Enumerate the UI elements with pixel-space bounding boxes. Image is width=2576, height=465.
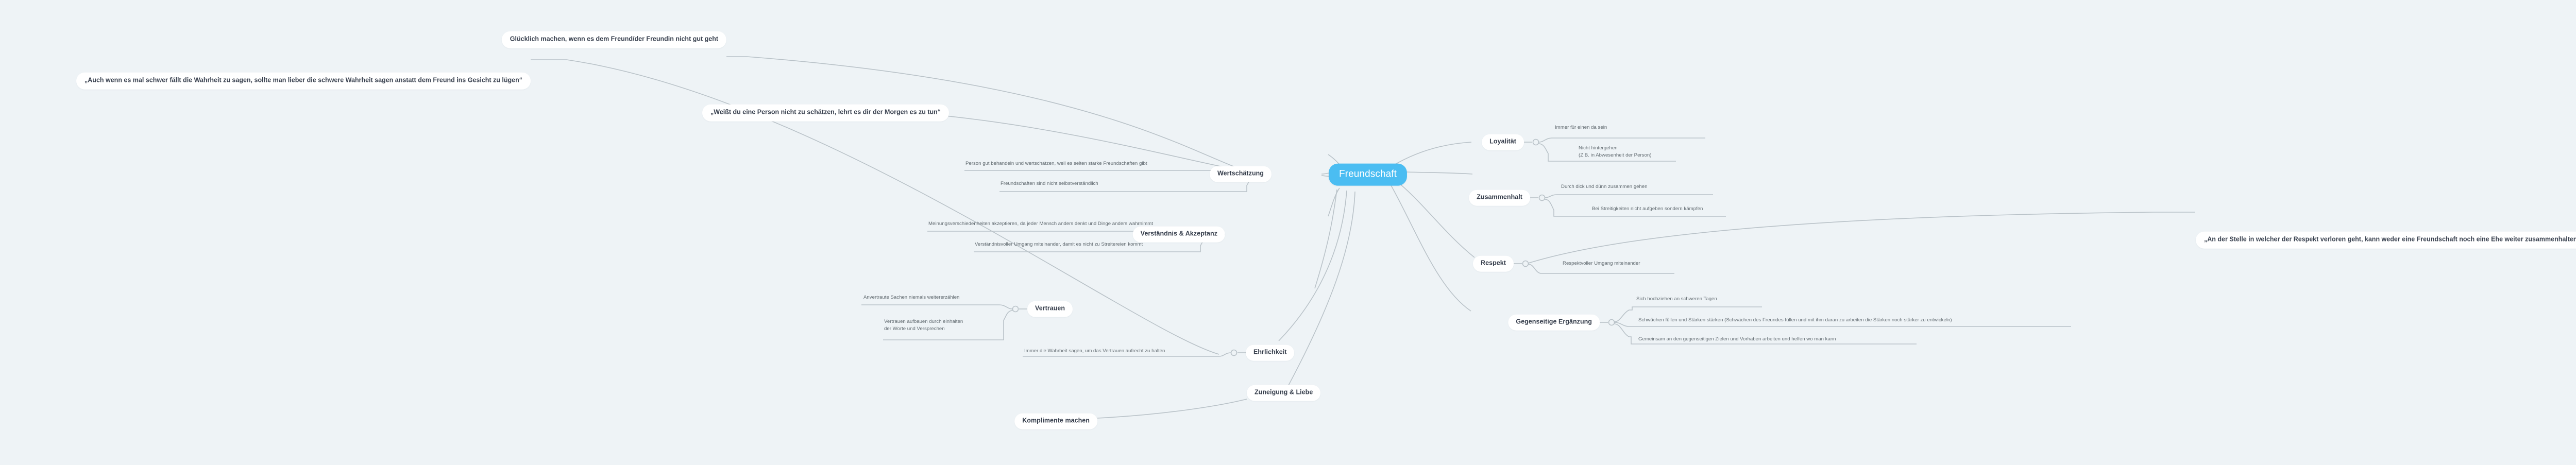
root-node-freundschaft[interactable]: Freundschaft <box>1328 163 1408 186</box>
quote-label-wahrheit-sagen: „Auch wenn es mal schwer fällt die Wahrh… <box>84 76 522 84</box>
leaf-ehrlichkeit-1: Immer die Wahrheit sagen, um das Vertrau… <box>1024 348 1165 354</box>
joint-vertrauen <box>1012 305 1019 313</box>
leaf-ergaenzung-2: Schwächen füllen und Stärken stärken (Sc… <box>1638 317 1952 323</box>
leaf-verstaendnis-1: Meinungsverschiedenheiten akzeptieren, d… <box>928 221 1153 227</box>
leaf-loyalitaet-2: Nicht hintergehen (Z.B. in Abwesenheit d… <box>1579 137 1651 159</box>
leaf-vertrauen-2-label: Vertrauen aufbauen durch einhalten der W… <box>884 319 963 332</box>
link-zuneigung-c1 <box>1097 399 1247 419</box>
leaf-vertrauen-1: Anvertraute Sachen niemals weitererzähle… <box>863 295 959 301</box>
joint-loyalitaet <box>1532 139 1539 146</box>
leaf-wertschaetzung-2: Freundschaften sind nicht selbstverständ… <box>1001 181 1098 187</box>
leaf-label-komplimente-machen: Komplimente machen <box>1022 417 1090 424</box>
leaf-loyalitaet-1: Immer für einen da sein <box>1555 125 1607 131</box>
branch-node-vertrauen[interactable]: Vertrauen <box>1027 301 1073 317</box>
branch-node-respekt[interactable]: Respekt <box>1473 255 1514 272</box>
branch-label-zusammenhalt: Zusammenhalt <box>1477 193 1522 201</box>
leaf-ergaenzung-3-label: Gemeinsam an den gegenseitigen Zielen un… <box>1638 336 1836 342</box>
branch-label-wertschaetzung: Wertschätzung <box>1217 169 1264 177</box>
joint-ehrlichkeit <box>1230 349 1238 356</box>
leaf-zusammenhalt-1: Durch dick und dünn zusammen gehen <box>1561 184 1648 190</box>
leaf-zusammenhalt-2: Bei Streitigkeiten nicht aufgeben sonder… <box>1592 206 1703 212</box>
leaf-loyalitaet-2-label: Nicht hintergehen (Z.B. in Abwesenheit d… <box>1579 145 1652 158</box>
link-root-ergaenzung <box>1391 185 1471 312</box>
joint-zusammenhalt <box>1538 194 1546 201</box>
leaf-respekt-1: Respektvoller Umgang miteinander <box>1563 261 1640 267</box>
branch-node-wertschaetzung[interactable]: Wertschätzung <box>1209 166 1272 182</box>
branch-label-verstaendnis: Verständnis & Akzeptanz <box>1140 230 1217 237</box>
branch-label-ehrlichkeit: Ehrlichkeit <box>1253 348 1287 356</box>
link-root-vertrauen <box>1314 189 1337 289</box>
quote-node-respekt-verloren[interactable]: „An der Stelle in welcher der Respekt ve… <box>2196 231 2576 249</box>
link-zusammenhalt-c1 <box>1545 194 1713 198</box>
leaf-vertrauen-2: Vertrauen aufbauen durch einhalten der W… <box>884 311 963 333</box>
branch-label-loyalitaet: Loyalität <box>1489 137 1516 145</box>
branch-node-ergaenzung[interactable]: Gegenseitige Ergänzung <box>1508 314 1600 331</box>
branch-node-loyalitaet[interactable]: Loyalität <box>1482 134 1524 150</box>
branch-label-ergaenzung: Gegenseitige Ergänzung <box>1516 318 1592 325</box>
leaf-ergaenzung-1-label: Sich hochziehen an schweren Tagen <box>1636 296 1717 302</box>
leaf-ehrlichkeit-1-label: Immer die Wahrheit sagen, um das Vertrau… <box>1024 348 1165 354</box>
leaf-wertschaetzung-1-label: Person gut behandeln und wertschätzen, w… <box>965 161 1147 167</box>
link-vertrauen-c1 <box>861 304 1013 309</box>
quote-node-person-schaetzen[interactable]: „Weißt du eine Person nicht zu schätzen,… <box>702 104 950 122</box>
leaf-respekt-1-label: Respektvoller Umgang miteinander <box>1563 261 1640 267</box>
leaf-verstaendnis-1-label: Meinungsverschiedenheiten akzeptieren, d… <box>928 221 1153 227</box>
branch-label-zuneigung: Zuneigung & Liebe <box>1255 388 1313 396</box>
quote-node-wahrheit-sagen[interactable]: „Auch wenn es mal schwer fällt die Wahrh… <box>76 72 531 90</box>
quote-label-gluecklich-machen: Glücklich machen, wenn es dem Freund/der… <box>510 35 718 43</box>
leaf-node-komplimente-machen[interactable]: Komplimente machen <box>1014 413 1097 429</box>
quote-label-person-schaetzen: „Weißt du eine Person nicht zu schätzen,… <box>710 108 941 116</box>
leaf-ergaenzung-1: Sich hochziehen an schweren Tagen <box>1636 296 1717 302</box>
leaf-zusammenhalt-1-label: Durch dick und dünn zusammen gehen <box>1561 184 1648 190</box>
branch-node-verstaendnis[interactable]: Verständnis & Akzeptanz <box>1132 226 1225 243</box>
joint-respekt <box>1522 260 1529 267</box>
link-root-verstaendnis <box>1328 187 1340 217</box>
branch-label-respekt: Respekt <box>1481 259 1506 267</box>
quote-node-gluecklich-machen[interactable]: Glücklich machen, wenn es dem Freund/der… <box>501 31 726 48</box>
joint-ergaenzung <box>1608 319 1615 326</box>
link-root-loyalitaet <box>1392 142 1472 166</box>
leaf-loyalitaet-1-label: Immer für einen da sein <box>1555 125 1607 131</box>
leaf-vertrauen-1-label: Anvertraute Sachen niemals weitererzähle… <box>863 295 960 301</box>
branch-label-vertrauen: Vertrauen <box>1035 304 1065 312</box>
leaf-ergaenzung-3: Gemeinsam an den gegenseitigen Zielen un… <box>1638 336 1836 342</box>
branch-node-ehrlichkeit[interactable]: Ehrlichkeit <box>1246 345 1295 361</box>
link-respekt-q1 <box>1528 212 2195 264</box>
link-root-ehrlichkeit <box>1278 190 1347 341</box>
leaf-wertschaetzung-2-label: Freundschaften sind nicht selbstverständ… <box>1001 181 1098 187</box>
leaf-wertschaetzung-1: Person gut behandeln und wertschätzen, w… <box>965 161 1147 167</box>
link-root-zuneigung <box>1287 191 1355 387</box>
leaf-verstaendnis-2: Verständnisvoller Umgang miteinander, da… <box>975 242 1143 248</box>
leaf-ergaenzung-2-label: Schwächen füllen und Stärken stärken (Sc… <box>1638 317 1952 323</box>
leaf-verstaendnis-2-label: Verständnisvoller Umgang miteinander, da… <box>975 242 1143 248</box>
branch-node-zusammenhalt[interactable]: Zusammenhalt <box>1469 190 1530 206</box>
link-root-respekt <box>1394 179 1475 258</box>
quote-label-respekt-verloren: „An der Stelle in welcher der Respekt ve… <box>2204 235 2576 243</box>
leaf-zusammenhalt-2-label: Bei Streitigkeiten nicht aufgeben sonder… <box>1592 206 1703 212</box>
branch-node-zuneigung[interactable]: Zuneigung & Liebe <box>1247 385 1321 401</box>
root-node-label: Freundschaft <box>1338 168 1397 180</box>
